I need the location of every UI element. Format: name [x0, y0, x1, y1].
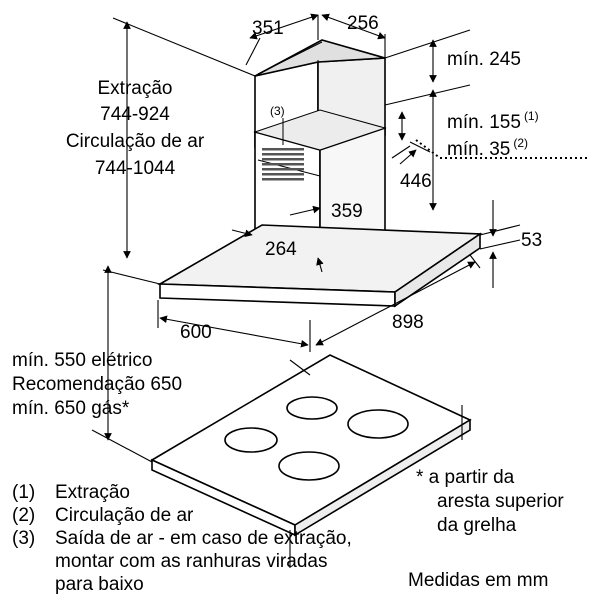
- legend-item-3-cont-1: montar com as ranhuras viradas: [55, 551, 328, 572]
- min-650-gas: mín. 650 gás*: [12, 398, 130, 419]
- dim-600: 600: [180, 322, 212, 343]
- dim-min-155: mín. 155(1): [447, 109, 539, 133]
- dim-256: 256: [347, 13, 379, 34]
- legend-item-2-text: Circulação de ar: [55, 505, 194, 526]
- circulacao-range: 744-1044: [94, 158, 176, 179]
- hob: [150, 354, 472, 537]
- legend-item-2-num: (2): [12, 505, 36, 526]
- extracao-title: Extração: [97, 78, 173, 99]
- footnote-line-1: * a partir da: [416, 467, 515, 488]
- dim-53: 53: [521, 230, 543, 251]
- footnote-line-3: da grelha: [437, 515, 517, 536]
- units-note: Medidas em mm: [408, 570, 549, 591]
- legend-item-3-text: Saída de ar - em caso de extração,: [55, 528, 352, 549]
- dim-359: 359: [331, 201, 363, 222]
- dim-898: 898: [392, 312, 424, 333]
- vent-slots: [262, 148, 304, 181]
- recomendacao-650: Recomendação 650: [12, 374, 183, 395]
- callout-3: (3): [270, 104, 285, 118]
- dimension-lines: [91, 13, 521, 568]
- legend-item-3-cont-2: para baixo: [55, 574, 144, 595]
- dim-351: 351: [252, 18, 284, 39]
- footnote-line-2: aresta superior: [437, 491, 564, 512]
- legend-item-3-num: (3): [12, 528, 36, 549]
- dim-264: 264: [265, 239, 297, 260]
- min-550-eletrico: mín. 550 elétrico: [12, 350, 153, 371]
- dim-min-245: mín. 245: [447, 49, 521, 70]
- legend-item-1-num: (1): [12, 482, 36, 503]
- dim-446: 446: [400, 171, 432, 192]
- dotted-lines: [415, 139, 590, 159]
- legend-item-1-text: Extração: [55, 482, 130, 503]
- circulacao-title: Circulação de ar: [65, 131, 205, 152]
- extracao-range: 744-924: [100, 104, 170, 125]
- dim-min-35: mín. 35(2): [447, 136, 529, 160]
